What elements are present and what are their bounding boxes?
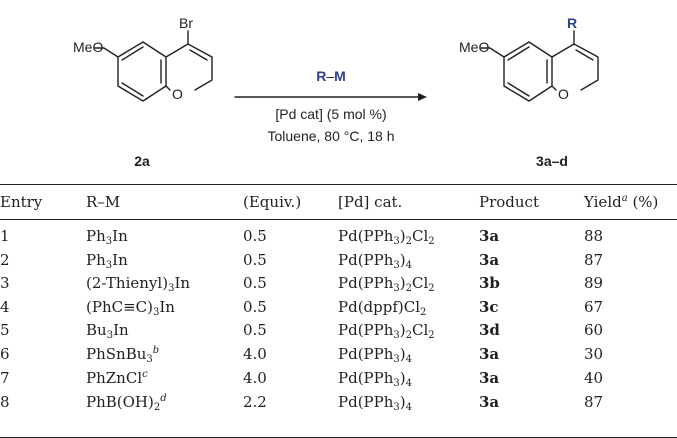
reactant-meo-label: MeO (73, 39, 103, 55)
table-cell: 3a (479, 393, 500, 411)
table-cell: 30 (584, 345, 604, 363)
rm-formula: PhSnBu3b (86, 345, 160, 365)
table-cell: 0.5 (243, 227, 267, 245)
table-header: Entry R–M (Equiv.) [Pd] cat. Product Yie… (0, 192, 677, 212)
table-cell: 1 (0, 227, 10, 245)
table-cell: 3c (479, 298, 499, 316)
reactant-id: 2a (134, 153, 150, 169)
table-cell: 87 (584, 251, 604, 269)
table-cell: 3a (479, 345, 500, 363)
table-cell: 3a (479, 227, 500, 245)
catalyst-formula: Pd(PPh3)4 (338, 369, 413, 389)
catalyst-formula: Pd(PPh3)4 (338, 393, 413, 413)
table-row: 7 PhZnClc 4.0 Pd(PPh3)4 3a 40 (0, 368, 677, 389)
table-cell: 3d (479, 321, 500, 339)
table-cell: 3b (479, 274, 500, 292)
rm-formula: (2-Thienyl)3In (86, 274, 191, 294)
catalyst-label: [Pd cat] (5 mol %) (275, 106, 387, 122)
table-cell: 0.5 (243, 274, 267, 292)
table-header-rule (0, 219, 677, 220)
reactant-br-label: Br (179, 15, 193, 31)
table-cell: 40 (584, 369, 604, 387)
table-cell: 88 (584, 227, 604, 245)
product-meo-label: MeO (459, 39, 489, 55)
table-cell: 87 (584, 393, 604, 411)
table-cell: 3 (0, 274, 10, 292)
product-r-label: R (567, 15, 577, 31)
header-entry: Entry (0, 193, 43, 211)
catalyst-formula: Pd(PPh3)2Cl2 (338, 227, 435, 247)
catalyst-formula: Pd(PPh3)2Cl2 (338, 274, 435, 294)
header-rm: R–M (86, 193, 121, 211)
reaction-scheme: MeO Br O MeO R O 2a 3a–d R–M [Pd cat] (5… (0, 0, 677, 185)
product-id: 3a–d (536, 153, 568, 169)
rm-formula: Bu3In (86, 321, 129, 341)
product-o-label: O (558, 86, 569, 102)
table-cell: 2.2 (243, 393, 267, 411)
catalyst-formula: Pd(PPh3)4 (338, 251, 413, 271)
table-cell: 7 (0, 369, 10, 387)
table-cell: 89 (584, 274, 604, 292)
rm-formula: PhB(OH)2d (86, 393, 167, 413)
table-cell: 67 (584, 298, 604, 316)
catalyst-formula: Pd(PPh3)4 (338, 345, 413, 365)
arrow-head (418, 93, 427, 101)
table-cell: 4.0 (243, 369, 267, 387)
table-cell: 0.5 (243, 321, 267, 339)
table-cell: 2 (0, 251, 10, 269)
rm-formula: Ph3In (86, 227, 128, 247)
header-equiv: (Equiv.) (243, 193, 302, 211)
table-cell: 60 (584, 321, 604, 339)
table-row: 3 (2-Thienyl)3In 0.5 Pd(PPh3)2Cl2 3b 89 (0, 273, 677, 294)
table-row: 4 (PhC≡C)3In 0.5 Pd(dppf)Cl2 3c 67 (0, 297, 677, 318)
rm-formula: (PhC≡C)3In (86, 298, 175, 318)
header-catalyst: [Pd] cat. (338, 193, 403, 211)
catalyst-formula: Pd(PPh3)2Cl2 (338, 321, 435, 341)
table-row: 6 PhSnBu3b 4.0 Pd(PPh3)4 3a 30 (0, 344, 677, 365)
catalyst-formula: Pd(dppf)Cl2 (338, 298, 427, 318)
scheme-drawing: MeO Br O MeO R O (73, 15, 599, 102)
table-cell: 5 (0, 321, 10, 339)
table-row: 2 Ph3In 0.5 Pd(PPh3)4 3a 87 (0, 250, 677, 271)
table-cell: 6 (0, 345, 10, 363)
table-cell: 4 (0, 298, 10, 316)
rm-formula: PhZnClc (86, 369, 148, 387)
table-cell: 0.5 (243, 298, 267, 316)
conditions-label: Toluene, 80 °C, 18 h (267, 128, 395, 144)
reactant-structure (94, 30, 213, 102)
header-product: Product (479, 193, 539, 211)
table-top-rule (0, 184, 677, 186)
table-cell: 4.0 (243, 345, 267, 363)
header-yield: Yielda (%) (584, 193, 659, 211)
table-cell: 3a (479, 251, 500, 269)
table-row: 1 Ph3In 0.5 Pd(PPh3)2Cl2 3a 88 (0, 226, 677, 247)
table-row: 5 Bu3In 0.5 Pd(PPh3)2Cl2 3d 60 (0, 320, 677, 341)
table-cell: 3a (479, 369, 500, 387)
table-cell: 0.5 (243, 251, 267, 269)
rm-formula: Ph3In (86, 251, 128, 271)
reactant-o-label: O (172, 86, 183, 102)
product-structure (480, 30, 599, 102)
table-cell: 8 (0, 393, 10, 411)
table-row: 8 PhB(OH)2d 2.2 Pd(PPh3)4 3a 87 (0, 392, 677, 413)
reagent-label: R–M (316, 68, 346, 84)
